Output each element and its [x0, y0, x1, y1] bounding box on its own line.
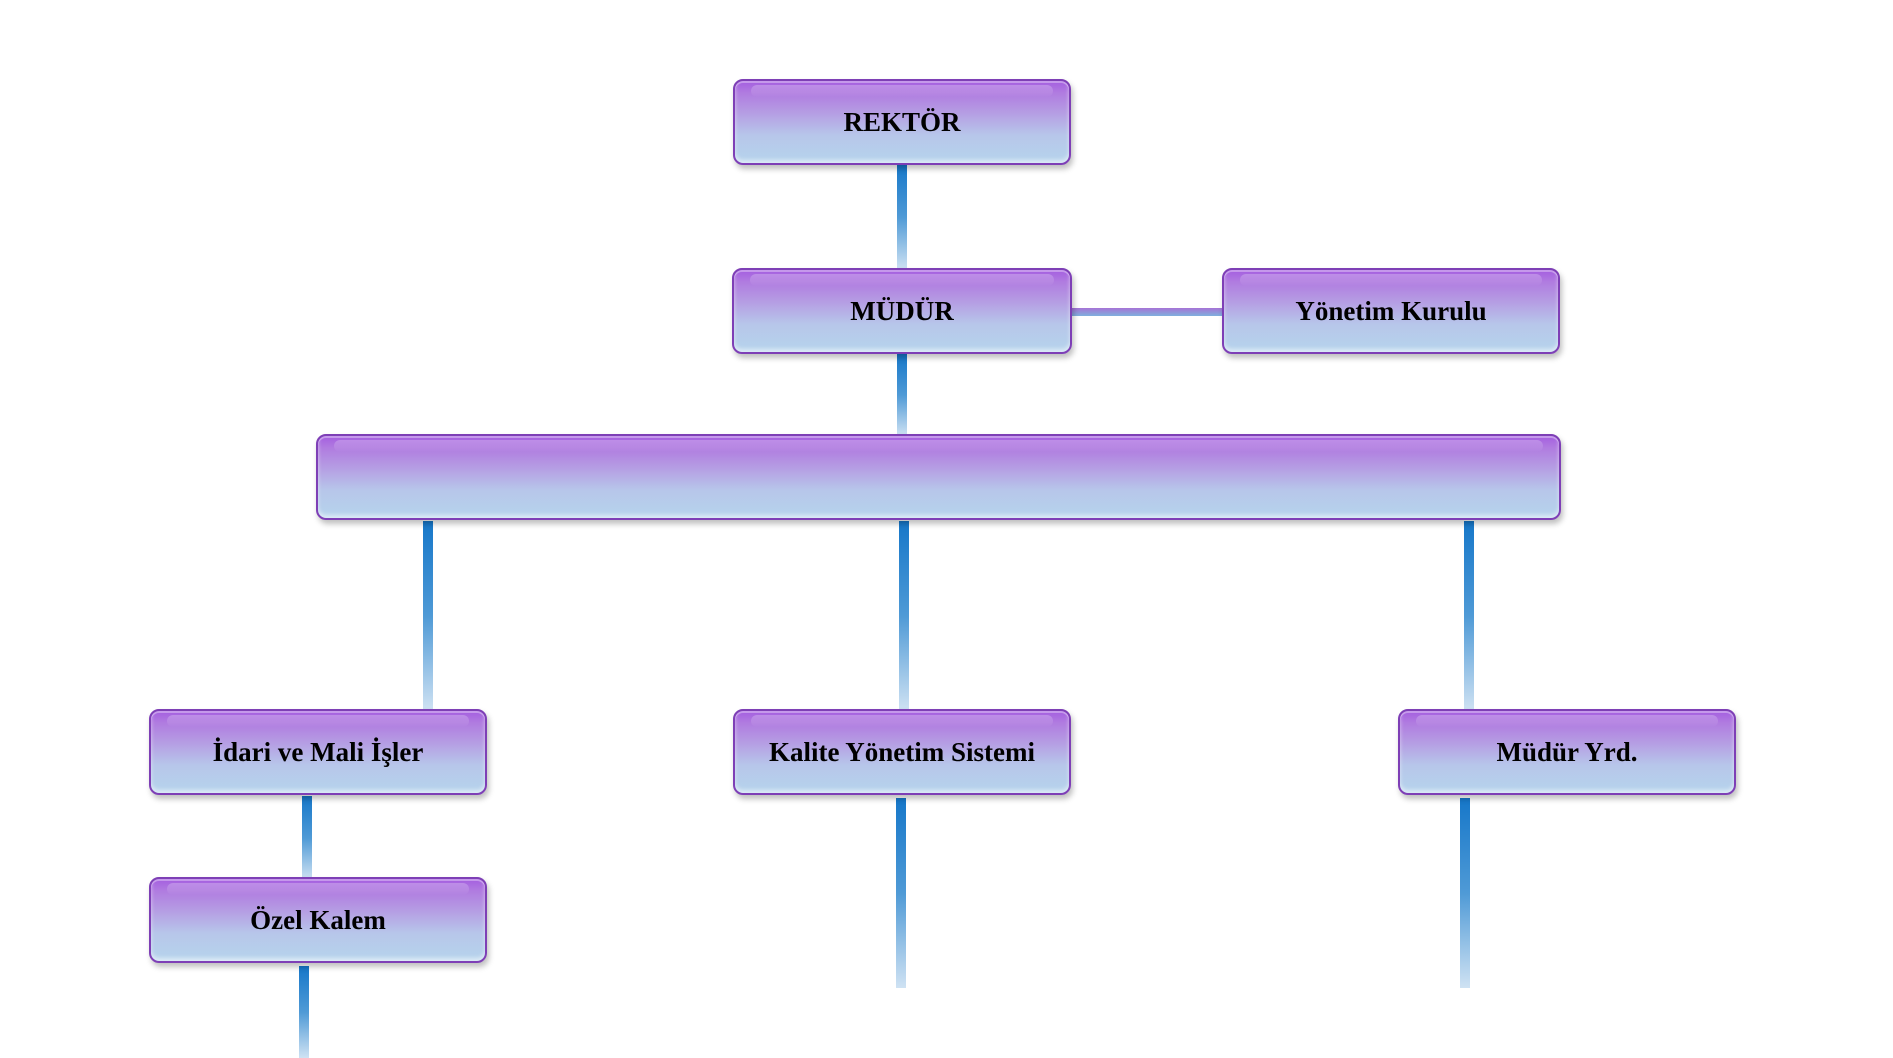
node-department-bar — [316, 434, 1561, 520]
node-quality: Kalite Yönetim Sistemi — [733, 709, 1071, 795]
node-deputy-label: Müdür Yrd. — [1496, 736, 1638, 767]
node-admin-finance-label: İdari ve Mali İşler — [212, 736, 424, 767]
node-rector-label: REKTÖR — [843, 106, 961, 137]
node-board: Yönetim Kurulu — [1222, 268, 1560, 354]
node-rector: REKTÖR — [733, 79, 1071, 165]
node-director-label: MÜDÜR — [850, 295, 954, 326]
node-board-label: Yönetim Kurulu — [1295, 295, 1487, 326]
node-private-office-label: Özel Kalem — [250, 904, 386, 935]
connector-bar-admin-finance — [423, 521, 433, 711]
node-private-office: Özel Kalem — [149, 877, 487, 963]
node-deputy: Müdür Yrd. — [1398, 709, 1736, 795]
connector-bar-deputy — [1464, 521, 1474, 711]
connector-quality-down — [896, 798, 906, 988]
connector-rector-director — [897, 164, 907, 270]
connector-director-board — [1070, 308, 1222, 316]
connector-director-bar — [897, 354, 907, 436]
node-admin-finance: İdari ve Mali İşler — [149, 709, 487, 795]
node-quality-label: Kalite Yönetim Sistemi — [769, 736, 1035, 767]
connector-bar-quality — [899, 521, 909, 711]
connector-admin-finance-private-office — [302, 796, 312, 880]
connector-deputy-down — [1460, 798, 1470, 988]
connector-private-office-down — [299, 966, 309, 1058]
node-director: MÜDÜR — [732, 268, 1072, 354]
